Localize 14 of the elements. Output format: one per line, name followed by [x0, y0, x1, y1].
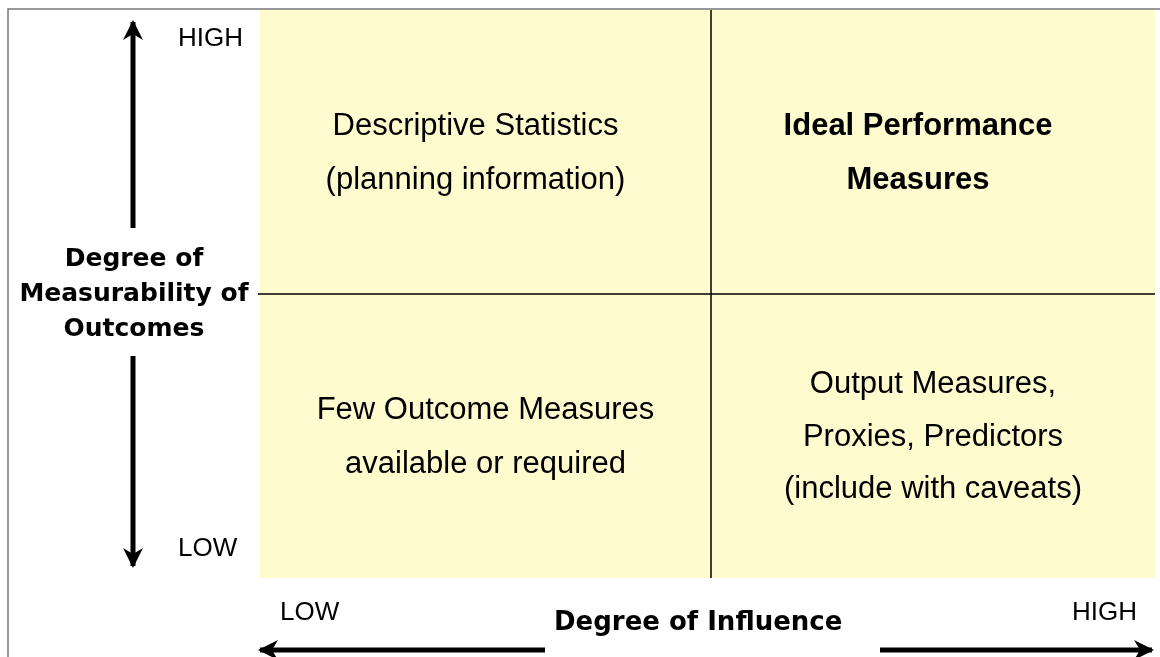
quadrant-text: Ideal Performance Measures [782, 105, 1054, 198]
quadrant-box [711, 10, 1155, 294]
axis-tick-label: LOW [178, 532, 238, 564]
axis-tick-label: LOW [280, 596, 340, 628]
axis-title: Degree of Influence [554, 606, 843, 638]
quadrant-text: Descriptive Statistics (planning information) [324, 105, 627, 198]
quadrant-box [711, 294, 1155, 578]
axis-title: Degree of Measurability of Outcomes [18, 242, 250, 344]
quadrant-text: Output Measures, Proxies, Predictors (include with caveats) [782, 363, 1084, 508]
quadrant-text: Few Outcome Measures available or required [315, 389, 656, 482]
axis-tick-label: HIGH [1072, 596, 1137, 628]
quadrant-box [260, 294, 711, 578]
axis-tick-label: HIGH [178, 22, 243, 54]
quadrant-box [260, 10, 711, 294]
